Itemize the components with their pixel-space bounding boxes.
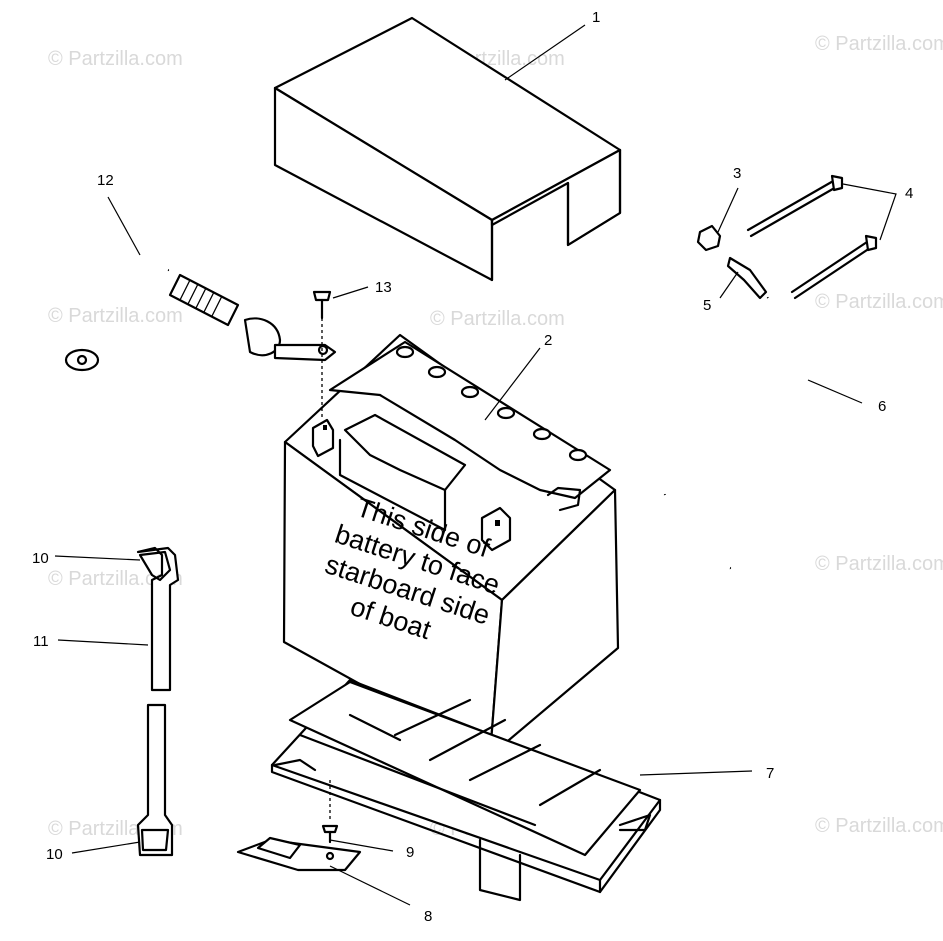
callout-11: 11 [33, 633, 49, 650]
callout-3: 3 [733, 165, 741, 182]
callout-numbers: 1 2 3 4 5 6 7 8 9 10 11 10 12 13 [32, 9, 913, 925]
callout-5: 5 [703, 297, 711, 314]
callout-12: 12 [97, 172, 114, 189]
tray-screw [321, 780, 339, 844]
watermark: © Partzilla.com [48, 568, 183, 590]
callout-9: 9 [406, 844, 414, 861]
callout-1: 1 [592, 9, 600, 26]
callout-7: 7 [766, 765, 774, 782]
callout-8: 8 [424, 908, 432, 925]
watermark: © Partzilla.com [815, 33, 943, 55]
watermark: © Partzilla.com [815, 553, 943, 575]
leader-lines [54, 24, 897, 906]
battery-cover [273, 16, 622, 282]
mounting-bracket [236, 836, 362, 872]
watermark: © Partzilla.com [48, 48, 183, 70]
callout-6: 6 [878, 398, 886, 415]
battery: This side of battery to face starboard s… [282, 333, 620, 758]
callout-13: 13 [375, 279, 392, 296]
ground-cable [41, 256, 337, 372]
hold-down-strap [136, 546, 180, 857]
battery-tray [270, 678, 662, 902]
vent-assembly [662, 224, 803, 571]
watermark: © Partzilla.com [48, 305, 183, 327]
callout-10: 10 [46, 846, 63, 863]
cable-screw [312, 290, 332, 420]
cable-ties [746, 174, 878, 300]
watermark: © Partzilla.com [815, 291, 943, 313]
callout-10: 10 [32, 550, 49, 567]
battery-warning-label: This side of battery to face starboard s… [322, 492, 504, 645]
callout-2: 2 [544, 332, 552, 349]
watermark: © Partzilla.com [430, 308, 565, 330]
watermark: © Partzilla.com [815, 815, 943, 837]
callout-4: 4 [905, 185, 913, 202]
